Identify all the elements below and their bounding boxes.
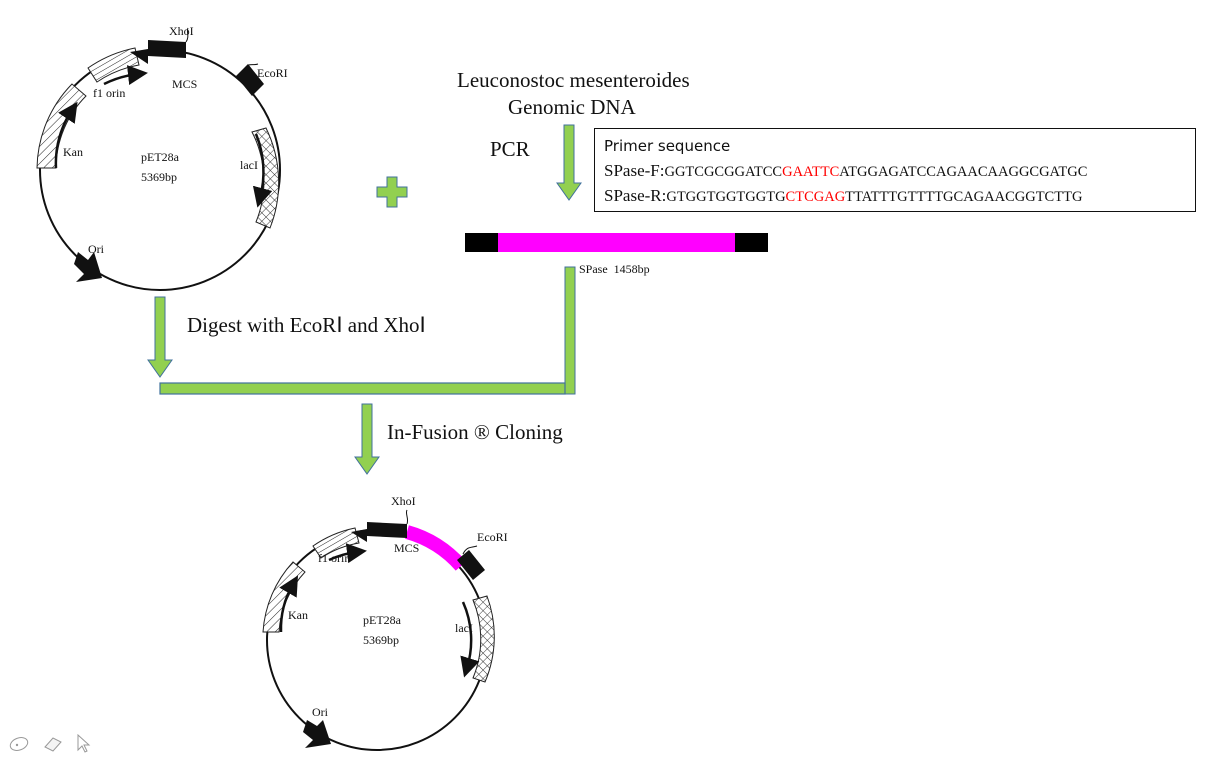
f1-arrow bbox=[103, 65, 148, 86]
pcr-label: PCR bbox=[490, 137, 530, 161]
infusion-arrow bbox=[354, 403, 380, 475]
insert-right-end bbox=[735, 233, 768, 252]
kan-arrow bbox=[54, 101, 78, 169]
bottom-ecori-label: EcoRI bbox=[477, 530, 508, 544]
bottom-ori-label: Ori bbox=[312, 705, 328, 719]
genomic-dna-label: Genomic DNA bbox=[508, 95, 636, 119]
laci-gene-block bbox=[472, 595, 495, 683]
top-mcs-label: MCS bbox=[172, 77, 198, 91]
laci-arrow bbox=[460, 601, 480, 678]
digest-arrow bbox=[147, 296, 173, 378]
top-plasmid-size: 5369bp bbox=[141, 170, 177, 184]
ecori-site-block bbox=[457, 550, 485, 580]
bottom-kan-label: Kan bbox=[288, 608, 308, 622]
insert-body bbox=[498, 233, 735, 252]
plasmid-bottom bbox=[262, 509, 495, 751]
primer-sequence-box: Primer sequence SPase-F:GGTCGCGGATCCGAAT… bbox=[594, 128, 1196, 212]
top-xhoi-label: XhoI bbox=[169, 24, 194, 38]
eraser-tool-icon[interactable] bbox=[42, 735, 64, 753]
pcr-arrow bbox=[556, 124, 582, 201]
top-plasmid-name: pET28a bbox=[141, 150, 179, 164]
insert-label: SPase 1458bp bbox=[579, 262, 650, 276]
kan-arrow bbox=[279, 575, 298, 633]
xhoi-site-arrow bbox=[351, 522, 407, 542]
xhoi-site-arrow bbox=[130, 40, 186, 64]
insert-left-end bbox=[465, 233, 498, 252]
top-f1-label: f1 orin bbox=[93, 86, 126, 100]
top-ecori-label: EcoRI bbox=[257, 66, 288, 80]
bottom-mcs-label: MCS bbox=[394, 541, 420, 555]
forward-seq-post: ATGGAGATCCAGAACAAGGCGATGC bbox=[839, 164, 1088, 180]
bottom-plasmid-name: pET28a bbox=[363, 613, 401, 627]
plasmid-top bbox=[36, 27, 281, 291]
forward-ecori-site: GAATTC bbox=[782, 164, 840, 180]
top-kan-label: Kan bbox=[63, 145, 83, 159]
top-ori-label: Ori bbox=[88, 242, 104, 256]
ecori-leader-line bbox=[243, 63, 259, 71]
cloning-step-label: In-Fusion ® Cloning bbox=[387, 420, 563, 444]
top-laci-label: lacI bbox=[240, 158, 258, 172]
merge-bar bbox=[159, 382, 566, 395]
bottom-laci-label: lacI bbox=[455, 621, 473, 635]
xhoi-leader-line bbox=[185, 27, 189, 43]
inserted-spase-arc bbox=[404, 525, 467, 571]
ecori-leader-line bbox=[462, 545, 478, 555]
forward-primer: SPase-F:GGTCGCGGATCCGAATTCATGGAGATCCAGAA… bbox=[604, 161, 1087, 181]
insert-connector bbox=[564, 266, 576, 395]
bottom-xhoi-label: XhoI bbox=[391, 494, 416, 508]
ecori-site-block bbox=[236, 64, 264, 96]
organism-label: Leuconostoc mesenteroides bbox=[457, 68, 690, 92]
bottom-f1-label: f1 orin bbox=[318, 551, 351, 565]
reverse-seq-pre: GTGGTGGTGGTG bbox=[666, 189, 786, 205]
xhoi-leader-line bbox=[405, 509, 409, 525]
ori-arrow bbox=[74, 252, 102, 282]
pen-tool-icon[interactable] bbox=[8, 736, 30, 752]
laci-gene-block bbox=[251, 127, 280, 229]
bottom-plasmid-size: 5369bp bbox=[363, 633, 399, 647]
pointer-tool-icon[interactable] bbox=[76, 734, 92, 754]
plus-icon bbox=[376, 176, 408, 208]
spase-insert bbox=[465, 233, 768, 252]
f1-arrow bbox=[328, 543, 367, 564]
reverse-primer-label: SPase-R: bbox=[604, 186, 667, 205]
forward-primer-label: SPase-F: bbox=[604, 161, 665, 180]
digest-step-label: Digest with EcoRⅠ and XhoⅠ bbox=[187, 313, 426, 337]
laci-arrow bbox=[252, 133, 273, 208]
ori-arrow bbox=[303, 720, 331, 748]
forward-seq-pre: GGTCGCGGATCC bbox=[664, 164, 783, 180]
reverse-xhoi-site: CTCGAG bbox=[785, 189, 846, 205]
f1-origin-block bbox=[87, 47, 140, 83]
reverse-primer: SPase-R:GTGGTGGTGGTGCTCGAGTTATTTGTTTTGCA… bbox=[604, 186, 1082, 206]
presentation-toolbar bbox=[8, 734, 92, 754]
primer-title: Primer sequence bbox=[604, 137, 731, 155]
reverse-seq-post: TTATTTGTTTTGCAGAACGGTCTTG bbox=[845, 189, 1083, 205]
